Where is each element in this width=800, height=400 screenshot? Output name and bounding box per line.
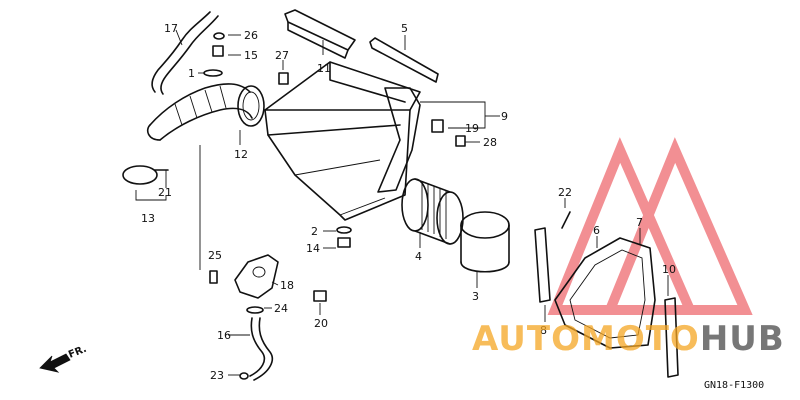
filter-element-4 <box>401 178 464 245</box>
callout-24: 24 <box>274 302 288 315</box>
strap-8 <box>534 227 551 303</box>
callout-28: 28 <box>483 136 497 149</box>
drain-tube-16-inner <box>253 317 274 381</box>
callout-20: 20 <box>314 317 328 330</box>
plug-20 <box>313 290 327 302</box>
clip-25 <box>209 270 218 284</box>
washer-1 <box>203 69 223 77</box>
callout-25: 25 <box>208 249 222 262</box>
stay-5 <box>369 37 439 83</box>
callout-18: 18 <box>280 279 294 292</box>
callout-15: 15 <box>244 49 258 62</box>
foam-element-3 <box>460 211 510 273</box>
bolt-27 <box>278 72 289 85</box>
leader-lines <box>135 29 669 376</box>
hose-17-inner <box>160 15 219 95</box>
bracket-9 <box>377 87 421 193</box>
bolt-15 <box>212 45 224 57</box>
cover-11 <box>284 9 356 59</box>
callout-7: 7 <box>636 216 643 229</box>
callout-1: 1 <box>188 67 195 80</box>
callout-26: 26 <box>244 29 258 42</box>
diagram-code: GN18-F1300 <box>704 380 764 391</box>
bolt-19 <box>431 119 444 133</box>
intake-tube-12 <box>146 83 265 141</box>
clamp-13 <box>122 165 158 185</box>
tube-10 <box>664 297 679 378</box>
callout-11: 11 <box>317 62 331 75</box>
arrow-icon <box>39 353 71 373</box>
callout-17: 17 <box>164 22 178 35</box>
callout-21: 21 <box>158 186 172 199</box>
clip-26 <box>213 32 225 40</box>
callout-12: 12 <box>234 148 248 161</box>
front-label: FR. <box>67 344 88 361</box>
callout-13: 13 <box>141 212 155 225</box>
air-cleaner-case <box>264 61 421 221</box>
callout-14: 14 <box>306 242 320 255</box>
washer-24 <box>246 306 264 314</box>
callout-8: 8 <box>540 324 547 337</box>
hose-17 <box>151 11 211 93</box>
callout-23: 23 <box>210 369 224 382</box>
rubber-14 <box>337 237 351 248</box>
callout-3: 3 <box>472 290 479 303</box>
callout-6: 6 <box>593 224 600 237</box>
watermark-logo <box>547 137 753 315</box>
callout-10: 10 <box>662 263 676 276</box>
clip-2 <box>336 226 352 234</box>
drain-fitting-18 <box>234 254 279 299</box>
callout-19: 19 <box>465 122 479 135</box>
element-cover-6 <box>554 237 656 349</box>
front-direction-arrow: FR. <box>39 344 88 373</box>
callout-5: 5 <box>401 22 408 35</box>
screw-22 <box>561 211 571 229</box>
callout-4: 4 <box>415 250 422 263</box>
bolt-28 <box>455 135 466 147</box>
watermark-triangle-right <box>602 137 753 315</box>
drain-tube-16 <box>249 317 266 377</box>
callout-9: 9 <box>501 110 508 123</box>
callout-27: 27 <box>275 49 289 62</box>
callouts: 17 26 15 1 12 21 13 27 11 5 9 19 28 4 3 … <box>141 22 676 382</box>
callout-2: 2 <box>311 225 318 238</box>
watermark-text: AUTOMOTOHUB <box>472 319 785 359</box>
clip-23 <box>239 372 249 380</box>
callout-22: 22 <box>558 186 572 199</box>
callout-16: 16 <box>217 329 231 342</box>
